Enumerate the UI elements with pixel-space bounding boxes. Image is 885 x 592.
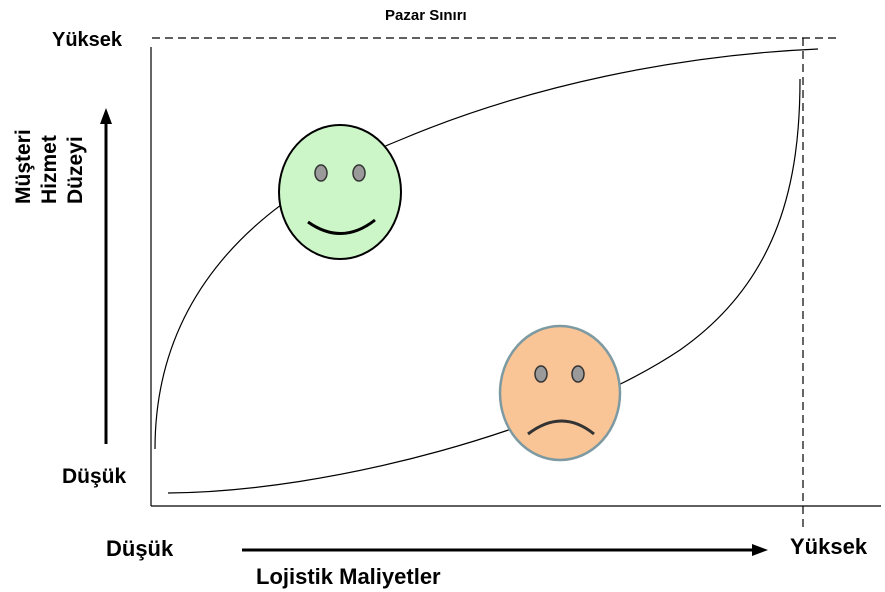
sad-face-icon — [498, 324, 622, 462]
sad-face-right-eye — [571, 365, 585, 383]
y-axis-title-line-3: Düzeyi — [64, 136, 87, 204]
sad-face-head — [498, 324, 622, 462]
happy-face-head — [278, 124, 402, 260]
x-axis-low-label: Düşük — [106, 536, 174, 561]
x-axis-title: Lojistik Maliyetler — [256, 564, 441, 589]
y-axis-title-line-1: Müşteri — [12, 129, 35, 204]
sad-face-left-eye — [534, 365, 548, 383]
happy-face-right-eye — [352, 164, 366, 182]
y-axis-title: Müşteri Hizmet Düzeyi — [11, 124, 95, 204]
lower-frontier-curve — [167, 78, 801, 494]
upper-frontier-curve — [154, 48, 819, 450]
y-axis-arrow-head — [100, 108, 112, 124]
y-axis-high-label: Yüksek — [52, 29, 123, 51]
market-boundary-label: Pazar Sınırı — [385, 7, 467, 24]
y-axis-low-label: Düşük — [62, 465, 127, 488]
happy-face-left-eye — [314, 164, 328, 182]
sad-face-frown — [527, 419, 595, 436]
x-axis-arrow-head — [752, 544, 768, 556]
happy-face-icon — [278, 124, 402, 260]
x-axis-high-label: Yüksek — [790, 534, 868, 559]
y-axis-title-line-2: Hizmet — [38, 135, 61, 204]
happy-face-smile — [307, 218, 376, 235]
